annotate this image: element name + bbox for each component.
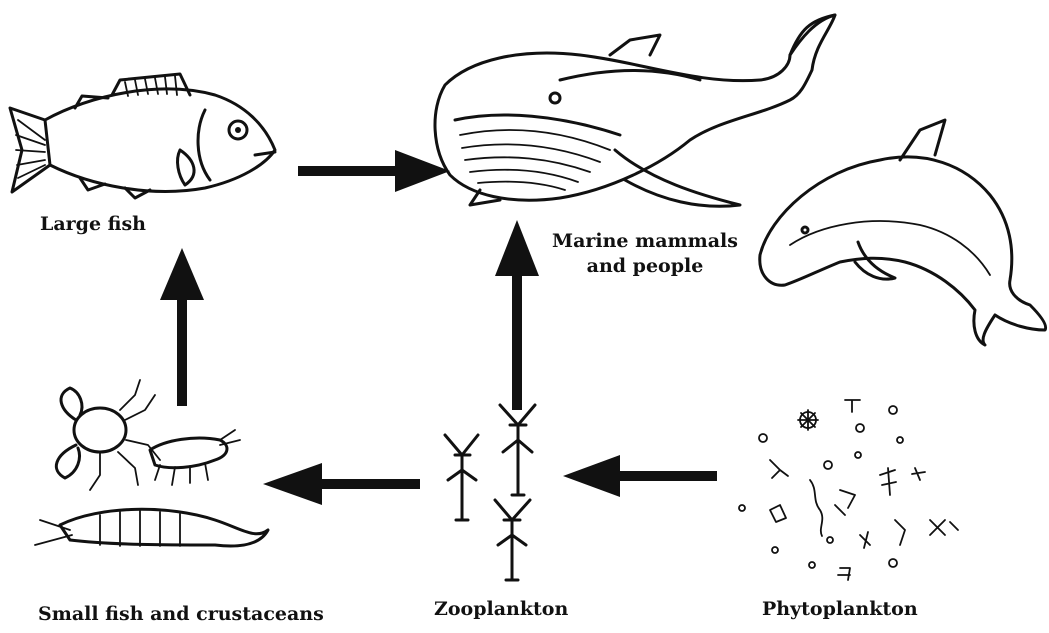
arrow-phyto-to-zoo — [563, 455, 717, 497]
whale-illustration — [435, 15, 835, 206]
large-fish-illustration — [10, 74, 275, 198]
marine-mammals-label: Marine mammals and people — [540, 229, 750, 279]
marine-mammals-label-line2: and people — [540, 254, 750, 279]
zooplankton-label: Zooplankton — [434, 597, 568, 622]
phytoplankton-label: Phytoplankton — [762, 597, 918, 622]
dolphin-illustration — [760, 120, 1046, 345]
phytoplankton-illustration — [739, 400, 958, 580]
arrow-zoo-to-small — [263, 463, 420, 505]
crustaceans-illustration — [35, 380, 268, 546]
zooplankton-illustration — [445, 405, 535, 580]
arrow-zoo-to-mammals — [495, 220, 539, 410]
small-fish-label: Small fish and crustaceans — [38, 602, 324, 627]
large-fish-label: Large fish — [40, 212, 146, 237]
marine-mammals-label-line1: Marine mammals — [540, 229, 750, 254]
arrow-fish-to-mammals — [298, 150, 450, 192]
arrow-small-to-large-fish — [160, 248, 204, 406]
